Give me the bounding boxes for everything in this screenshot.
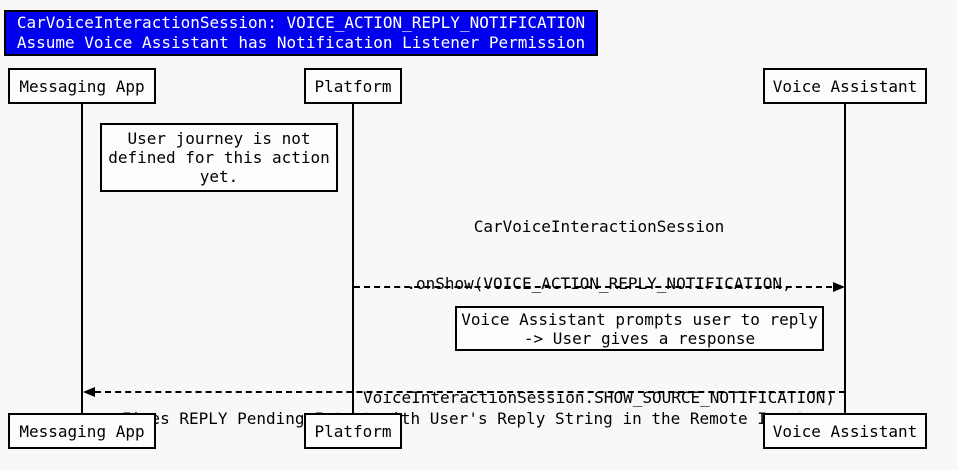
note-user-journey: User journey is not defined for this act… xyxy=(100,123,338,192)
message-onshow-line xyxy=(354,286,832,288)
message-onshow-label-line-2: .onShow(VOICE_ACTION_REPLY_NOTIFICATION, xyxy=(406,274,792,293)
note-user-journey-line-3: yet. xyxy=(199,167,239,186)
diagram-title-line-1: CarVoiceInteractionSession: VOICE_ACTION… xyxy=(16,13,586,32)
actor-box-messaging-app-top: Messaging App xyxy=(8,68,156,104)
diagram-title-line-2: Assume Voice Assistant has Notification … xyxy=(16,33,586,52)
message-onshow-label-line-1: CarVoiceInteractionSession xyxy=(473,217,725,236)
arrowhead-right-icon xyxy=(833,282,845,292)
lifeline-platform xyxy=(352,104,354,413)
arrowhead-left-icon xyxy=(83,387,95,397)
note-voice-assistant-prompts-line-2: -> User gives a response xyxy=(523,328,756,348)
note-user-journey-line-1: User journey is not xyxy=(127,129,311,148)
lifeline-messaging-app xyxy=(81,104,83,413)
message-reply-line xyxy=(95,391,845,393)
actor-box-platform-top: Platform xyxy=(304,68,402,104)
note-voice-assistant-prompts-line-1: Voice Assistant prompts user to reply xyxy=(461,309,818,329)
actor-label-voice-assistant: Voice Assistant xyxy=(772,421,918,441)
message-reply-label: Fires REPLY Pending Intent with User's R… xyxy=(82,371,845,466)
note-voice-assistant-prompts: Voice Assistant prompts user to reply ->… xyxy=(455,306,824,351)
actor-label-messaging-app: Messaging App xyxy=(19,421,145,441)
message-reply-label-line-1: Fires REPLY Pending Intent with User's R… xyxy=(121,409,806,428)
actor-label-messaging-app: Messaging App xyxy=(19,76,145,96)
note-user-journey-line-2: defined for this action xyxy=(108,148,330,167)
diagram-title: CarVoiceInteractionSession: VOICE_ACTION… xyxy=(4,10,598,56)
actor-label-voice-assistant: Voice Assistant xyxy=(772,76,918,96)
actor-box-messaging-app-bottom: Messaging App xyxy=(8,413,156,449)
actor-box-platform-bottom: Platform xyxy=(304,413,402,449)
actor-label-platform: Platform xyxy=(314,76,392,96)
actor-box-voice-assistant-bottom: Voice Assistant xyxy=(763,413,927,449)
actor-label-platform: Platform xyxy=(314,421,392,441)
actor-box-voice-assistant-top: Voice Assistant xyxy=(763,68,927,104)
lifeline-voice-assistant xyxy=(844,104,846,413)
